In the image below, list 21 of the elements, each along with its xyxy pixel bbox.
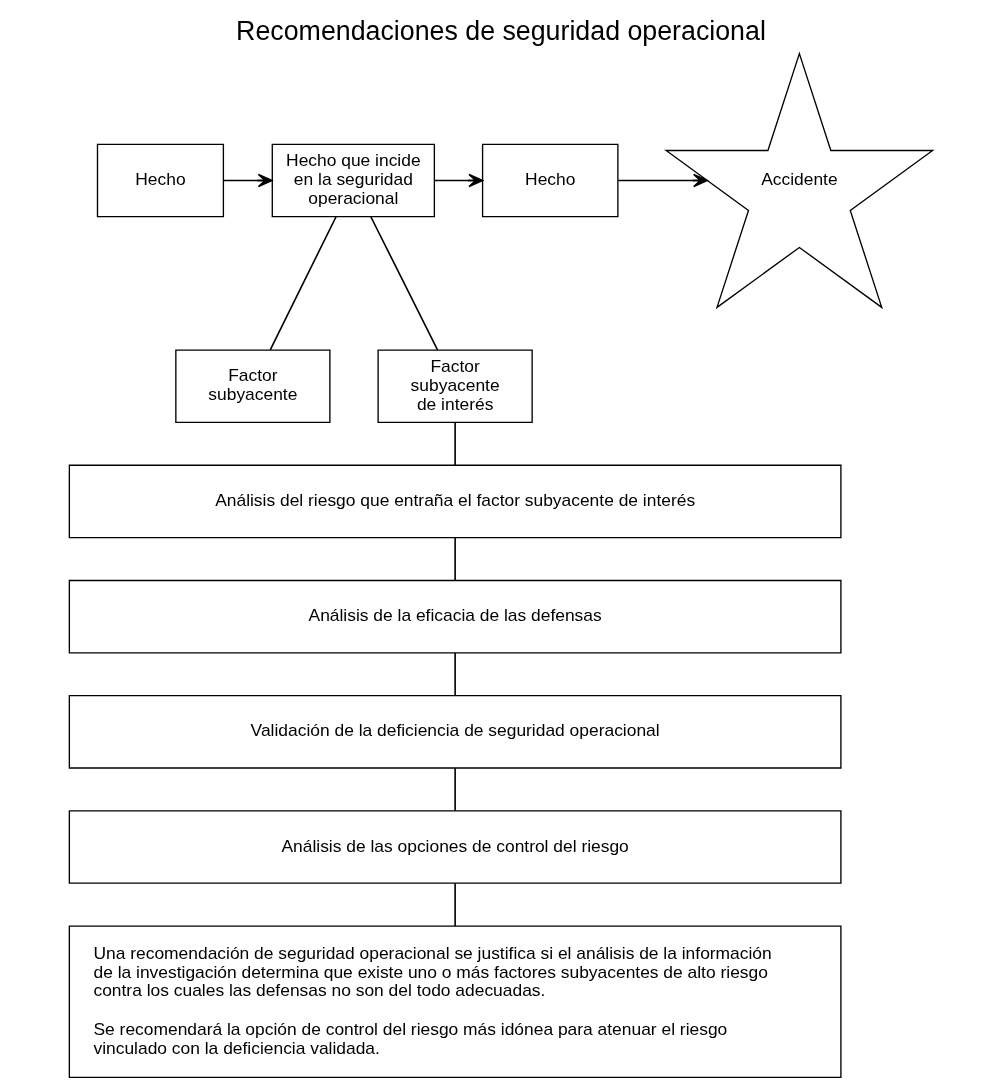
node-box: Análisis de las opciones de control del riesgo <box>68 810 842 884</box>
connector <box>454 652 456 697</box>
node-box: Hecho que incide en la seguridad operacional <box>271 143 436 218</box>
arrow <box>222 173 273 188</box>
node-box: Análisis de la eficacia de las defensas <box>68 579 842 654</box>
connector <box>269 215 337 351</box>
node-box: Hecho <box>96 143 225 218</box>
node-box: Validación de la deficiencia de seguridad operacional <box>68 695 842 769</box>
node-box: Hecho <box>481 143 619 218</box>
arrow <box>617 173 708 188</box>
connector <box>454 536 456 582</box>
node-box: Una recomendación de seguridad operacional se justifica si el análisis de la información de la investigación determina que existe uno o más factores subyacentes de alto riesgo contra los cuales las defensas no son del todo adecuadas. Se recomendará la opción de control del riesgo más idónea para atenuar el riesgo vinculado con la deficiencia validada. <box>68 925 842 1079</box>
node-box: Análisis del riesgo que entraña el factor subyacente de interés <box>68 464 842 539</box>
connector <box>454 767 456 812</box>
node-box: Factor subyacente <box>175 349 331 424</box>
connector <box>454 882 456 927</box>
diagram-title: Recomendaciones de seguridad operacional <box>236 16 766 47</box>
connector <box>454 421 456 466</box>
connector <box>370 215 439 351</box>
node-box: Factor subyacente de interés <box>377 349 533 424</box>
arrow <box>433 173 484 188</box>
